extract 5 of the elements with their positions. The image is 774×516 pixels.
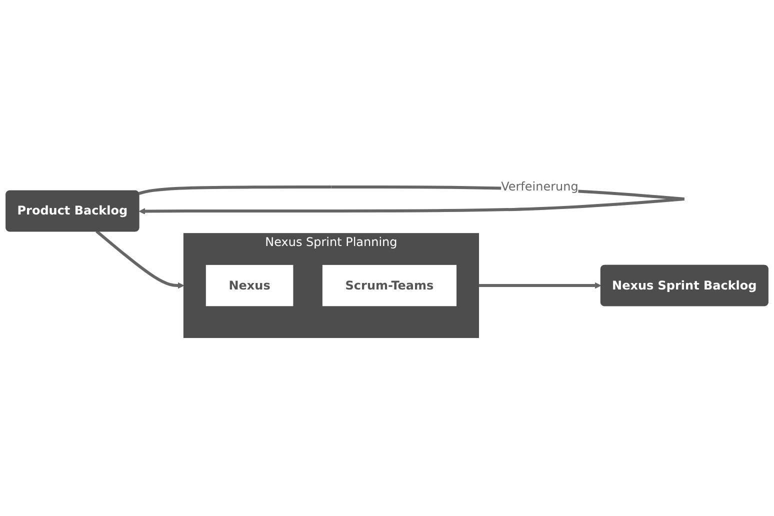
node-box: Scrum-Teams — [322, 265, 456, 306]
arrow — [96, 230, 184, 290]
edge-label: Verfeinerung — [501, 180, 578, 194]
node-box: Nexus — [206, 265, 294, 306]
arrow — [478, 282, 602, 290]
